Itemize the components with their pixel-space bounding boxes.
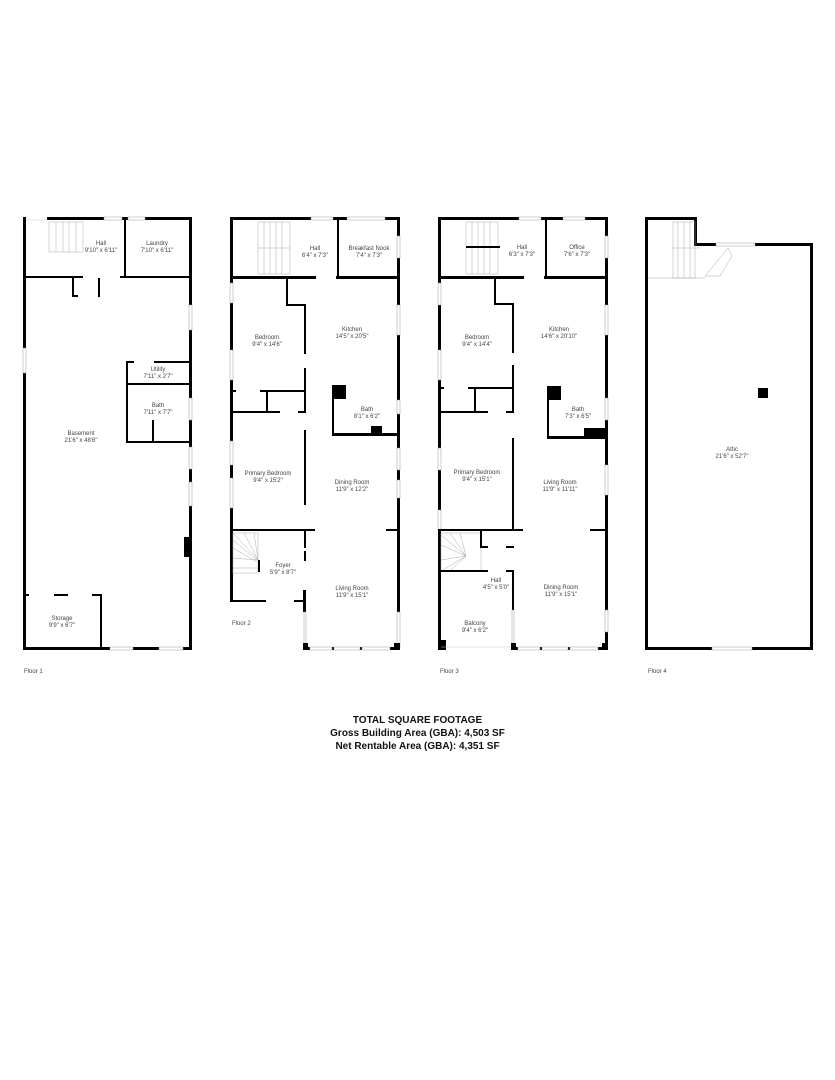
floor-4-plan bbox=[645, 217, 813, 651]
square-footage-summary: TOTAL SQUARE FOOTAGE Gross Building Area… bbox=[0, 714, 835, 753]
floor-4-label: Floor 4 bbox=[648, 669, 667, 675]
floor-1-plan bbox=[22, 216, 193, 651]
floor-1-label: Floor 1 bbox=[24, 669, 43, 675]
summary-title: TOTAL SQUARE FOOTAGE bbox=[352, 715, 483, 726]
floor-3-label: Floor 3 bbox=[440, 669, 459, 675]
floor-2-label: Floor 2 bbox=[232, 621, 251, 627]
net-rentable-area: Net Rentable Area (GBA): 4,351 SF bbox=[335, 741, 500, 752]
floor-2-plan bbox=[229, 216, 401, 651]
gross-building-area: Gross Building Area (GBA): 4,503 SF bbox=[330, 728, 505, 739]
floor-3-plan bbox=[437, 216, 609, 651]
